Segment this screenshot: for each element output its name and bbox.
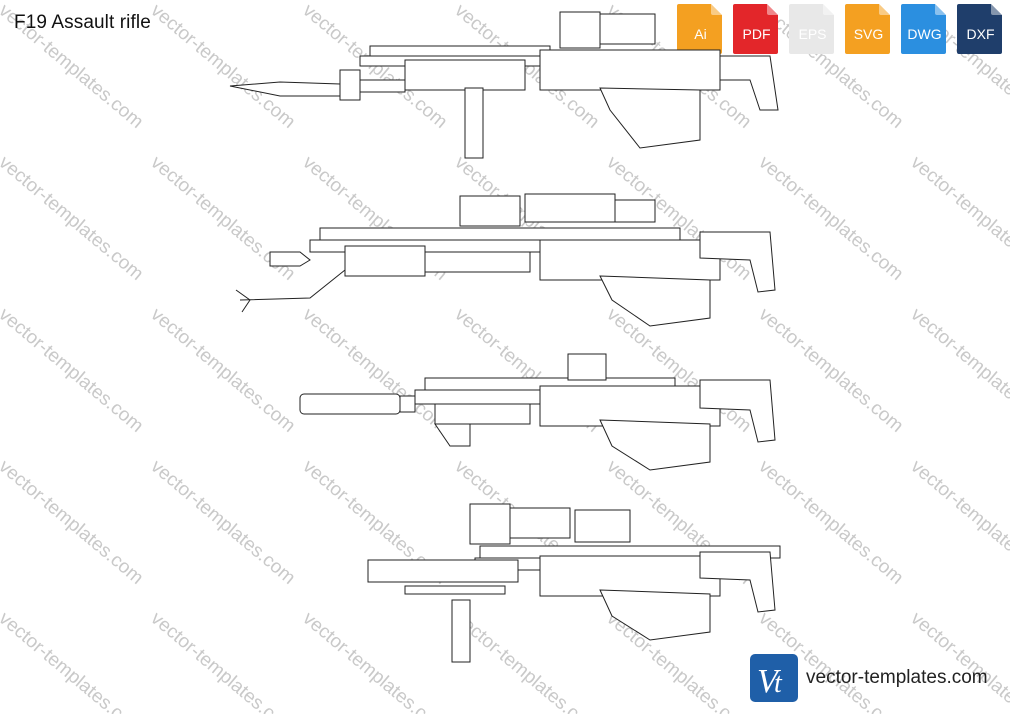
rifle-variant-2 xyxy=(235,193,776,327)
format-icon-svg[interactable]: SVG xyxy=(845,4,892,54)
format-icon-dxf[interactable]: DXF xyxy=(957,4,1004,54)
format-icon-ai[interactable]: Ai xyxy=(677,4,724,54)
page-title: F19 Assault rifle xyxy=(14,12,151,33)
format-icons: Ai PDF EPS SVG DWG DXF xyxy=(677,4,1004,54)
format-label: Ai xyxy=(694,26,707,42)
svg-text:t: t xyxy=(774,668,783,699)
rifle-variant-3 xyxy=(299,353,776,471)
format-icon-pdf[interactable]: PDF xyxy=(733,4,780,54)
format-label: EPS xyxy=(798,26,827,42)
brand-logo-icon: V t xyxy=(750,654,798,702)
format-label: DXF xyxy=(966,26,995,42)
format-icon-dwg[interactable]: DWG xyxy=(901,4,948,54)
format-icon-eps[interactable]: EPS xyxy=(789,4,836,54)
brand-footer[interactable]: V t vector-templates.com xyxy=(750,654,988,702)
format-label: PDF xyxy=(742,26,771,42)
format-label: DWG xyxy=(907,26,942,42)
brand-text: vector-templates.com xyxy=(806,667,988,688)
rifle-variant-4 xyxy=(367,503,781,663)
rifle-variant-1 xyxy=(229,11,779,159)
format-label: SVG xyxy=(853,26,884,42)
